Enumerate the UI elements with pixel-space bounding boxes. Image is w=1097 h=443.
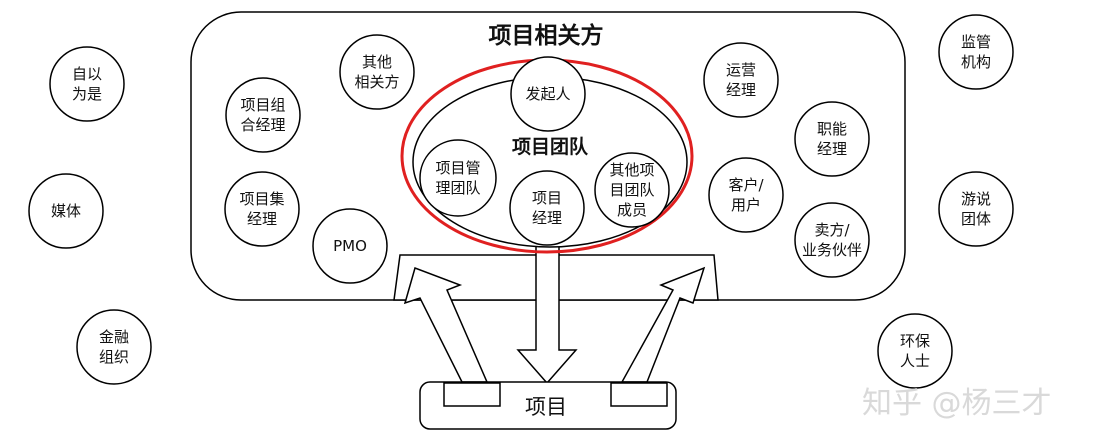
diagram-title: 项目相关方: [488, 23, 604, 49]
team-member-other-members: 其他项 目团队 成员: [609, 161, 655, 219]
stakeholder-seller-partner: 卖方/ 业务伙伴: [801, 221, 863, 259]
up-arrow-right: [620, 266, 706, 383]
inner-stakeholder-circle: [703, 42, 779, 118]
stakeholder-portfolio-manager: 项目组 合经理: [240, 96, 286, 134]
inner-stakeholder-circle: [224, 171, 300, 247]
inner-stakeholder-circle: [708, 157, 784, 233]
outer-stakeholder-financial-org: 金融 组织: [98, 328, 130, 366]
outer-stakeholder-environmentalist: 环保 人士: [899, 332, 931, 370]
outer-stakeholder-lobby-group: 游说 团体: [960, 190, 992, 228]
outer-stakeholder-circle: [49, 46, 125, 122]
up-arrow-left: [403, 267, 489, 383]
stakeholder-operations-manager: 运营 经理: [725, 61, 757, 99]
team-member-management-team: 项目管 理团队: [435, 159, 481, 197]
team-member-project-manager: 项目 经理: [531, 189, 563, 227]
stakeholder-functional-manager: 职能 经理: [816, 120, 848, 158]
stakeholder-customer-user: 客户/ 用户: [728, 176, 764, 214]
team-member-circle: [594, 152, 670, 228]
team-label: 项目团队: [511, 136, 589, 158]
outer-stakeholder-circle: [76, 309, 152, 385]
inner-stakeholder-circle: [312, 208, 388, 284]
outer-stakeholder-media: 媒体: [50, 202, 82, 220]
down-arrow: [516, 243, 578, 385]
inner-stakeholder-circle: [794, 202, 870, 278]
team-member-circle: [509, 170, 585, 246]
project-box-tab-right: [610, 382, 668, 407]
team-member-circle: [419, 139, 497, 217]
outer-stakeholder-circle: [938, 171, 1014, 247]
outer-stakeholder-circle: [938, 14, 1014, 90]
team-member-sponsor: 发起人: [525, 85, 571, 103]
inner-stakeholder-circle: [794, 101, 870, 177]
project-box-tab-left: [443, 382, 501, 407]
inner-stakeholder-circle: [225, 77, 301, 153]
outer-stakeholder-self-righteous: 自以 为是: [71, 65, 103, 103]
inner-stakeholder-circle: [339, 34, 415, 110]
team-member-circle: [510, 56, 586, 132]
stakeholder-other: 其他 相关方: [354, 53, 400, 91]
stakeholder-program-manager: 项目集 经理: [239, 190, 285, 228]
project-label: 项目: [525, 395, 567, 419]
outer-stakeholder-circle: [877, 313, 953, 389]
stakeholder-pmo: PMO: [333, 237, 367, 255]
outer-stakeholder-circle: [28, 173, 104, 249]
outer-stakeholder-regulator: 监管 机构: [960, 33, 992, 71]
watermark: 知乎 @杨三才: [862, 386, 1052, 421]
